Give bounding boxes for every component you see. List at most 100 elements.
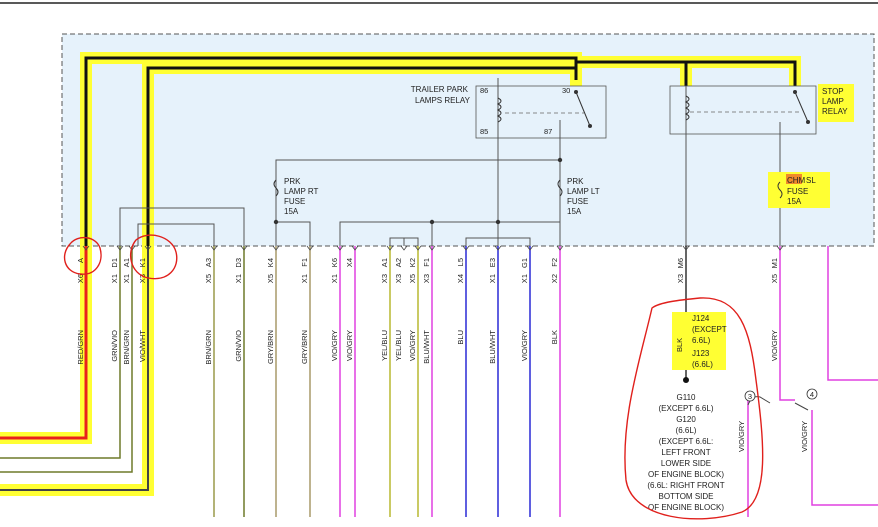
connector-pin	[400, 245, 408, 251]
connector-pin	[428, 245, 436, 251]
junction-dot	[273, 219, 279, 225]
red-annotations	[63, 234, 764, 520]
wire-color-label: VIO/GRY	[770, 330, 779, 361]
ground-note-line: OF ENGINE BLOCK)	[648, 470, 724, 479]
pin-label-bottom: X6	[76, 274, 85, 283]
connector-pin	[272, 245, 280, 251]
trailer-park-label-1: TRAILER PARK	[411, 85, 469, 94]
pin-label-top: G1	[520, 258, 529, 268]
fuse-lt-l1: PRK	[567, 177, 584, 186]
stop-lamp-highlight	[818, 84, 854, 122]
feed-wires	[84, 56, 797, 246]
ground-note-line: BOTTOM SIDE	[659, 492, 714, 501]
connector-pin	[776, 245, 784, 251]
pin-label-top: F1	[300, 258, 309, 267]
fuse-chmsl: CHM SL FUSE 15A	[768, 172, 830, 208]
connector-pin	[116, 245, 124, 251]
pin-label-bottom: X2	[550, 274, 559, 283]
stop-lamp-label-2: LAMP	[822, 97, 844, 106]
stop-lamp-relay	[669, 85, 817, 246]
wire-color-label: VIO/GRY	[408, 330, 417, 361]
splice-j123-l1: J123	[692, 349, 710, 358]
splice-j124-l3: 6.6L)	[692, 336, 711, 345]
callout-3: 3 VIO/GRY	[737, 390, 756, 452]
connector-pin	[414, 245, 422, 251]
wire-color-label: VIO/GRY	[345, 330, 354, 361]
wire-color-label: BLU/WHT	[422, 330, 431, 364]
connector-pin	[682, 245, 690, 251]
pin-label-top: F1	[422, 258, 431, 267]
pin-label-top: A3	[204, 258, 213, 267]
fuse-rt-l1: PRK	[284, 177, 301, 186]
wire-color-label: BRN/GRN	[122, 330, 131, 365]
trailer-park-label-2: LAMPS RELAY	[415, 96, 471, 105]
pin-label-top: K4	[266, 258, 275, 267]
fuse-lt-l2: LAMP LT	[567, 187, 600, 196]
wire-color-label: GRY/BRN	[266, 330, 275, 364]
internal-wiring	[119, 138, 561, 246]
pin-label-bottom: X1	[234, 274, 243, 283]
connector-pin	[82, 245, 90, 251]
pin-86: 86	[480, 86, 488, 95]
connector-pin	[144, 245, 152, 251]
connector-pin	[526, 245, 534, 251]
wire-color-label: GRN/VIO	[110, 330, 119, 362]
pin-label-bottom: X5	[408, 274, 417, 283]
wire-color-label: YEL/BLU	[380, 330, 389, 361]
wire-color-label: BLU	[456, 330, 465, 345]
pin-label-top: A2	[394, 258, 403, 267]
connector-pin	[351, 245, 359, 251]
pin-label-top: M1	[770, 258, 779, 268]
connector-pin	[336, 245, 344, 251]
junction-dot	[429, 219, 435, 225]
pin-label-bottom: X1	[110, 274, 119, 283]
ground-note-line: (6.6L)	[676, 426, 697, 435]
connector-pin	[240, 245, 248, 251]
wire-color-label: BLK	[550, 330, 559, 344]
pin-label-bottom: X3	[138, 274, 147, 283]
fuse-rt-l4: 15A	[284, 207, 299, 216]
wire-color-label: YEL/BLU	[394, 330, 403, 361]
callout-4-text: 4	[810, 390, 814, 399]
ground-note-line: G110	[677, 393, 697, 402]
fuse-chmsl-l1a: CHM	[787, 176, 806, 185]
outgoing-wires	[0, 246, 878, 517]
fuse-rt-l3: FUSE	[284, 197, 305, 206]
pin-label-top: K2	[408, 258, 417, 267]
splice-j124-l1: J124	[692, 314, 710, 323]
fuse-prk-rt: PRK LAMP RT FUSE 15A	[273, 177, 318, 216]
wire-color-label: VIO/GRY	[520, 330, 529, 361]
ground-note-line: OF ENGINE BLOCK)	[648, 503, 724, 512]
pin-label-bottom: X1	[300, 274, 309, 283]
pin-label-bottom: X1	[488, 274, 497, 283]
fuse-rt-l2: LAMP RT	[284, 187, 318, 196]
wire-color-label: VIO/GRY	[330, 330, 339, 361]
ground-note-line: (6.6L: RIGHT FRONT	[647, 481, 724, 490]
trailer-park-relay	[475, 78, 607, 160]
splice-j124-l2: (EXCEPT	[692, 325, 727, 334]
pin-label-top: A1	[122, 258, 131, 267]
pin-label-top: M6	[676, 258, 685, 268]
pin-label-bottom: X5	[204, 274, 213, 283]
fuse-chmsl-l1b: SL	[806, 176, 816, 185]
pin-label-top: A	[76, 258, 85, 263]
connector-pin	[494, 245, 502, 251]
pin-label-top: F2	[550, 258, 559, 267]
fuse-lt-l3: FUSE	[567, 197, 588, 206]
ground-note-line: (EXCEPT 6.6L:	[659, 437, 714, 446]
pin-label-top: A1	[380, 258, 389, 267]
pin-label-top: D1	[110, 258, 119, 268]
pin-label-top: X4	[345, 258, 354, 267]
wire-color-label: GRN/VIO	[234, 330, 243, 362]
pin-label-bottom: X3	[422, 274, 431, 283]
junction-dot	[495, 219, 501, 225]
connector-pin	[210, 245, 218, 251]
pin-85: 85	[480, 127, 488, 136]
connector-pin	[128, 245, 136, 251]
fuse-chmsl-l2: FUSE	[787, 187, 808, 196]
ground-note: G110(EXCEPT 6.6L)G120(6.6L)(EXCEPT 6.6L:…	[647, 393, 724, 512]
stop-lamp-label-3: RELAY	[822, 107, 848, 116]
junction-dot	[557, 157, 563, 163]
connector-pin	[386, 245, 394, 251]
